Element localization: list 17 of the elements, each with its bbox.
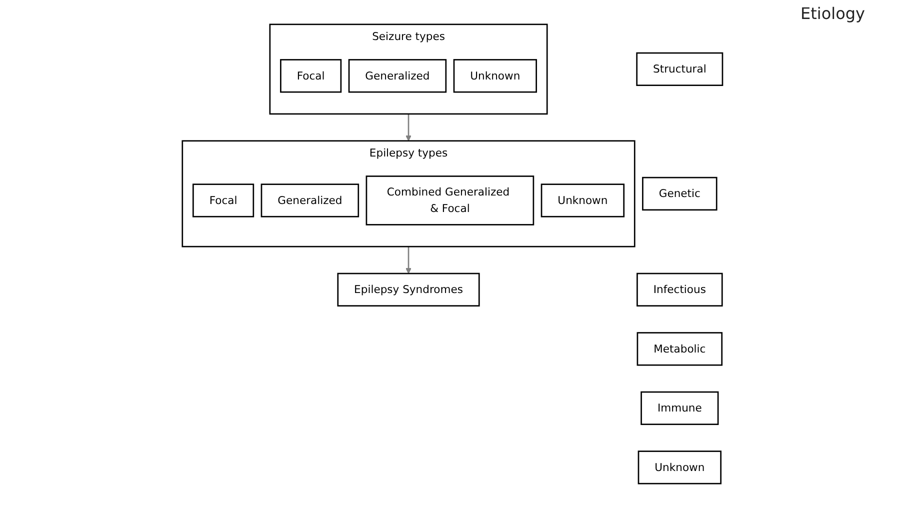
node-box: Generalized bbox=[348, 59, 447, 93]
node-box: Epilepsy Syndromes bbox=[337, 272, 480, 307]
node-box: Unknown bbox=[540, 184, 625, 218]
node-box: Unknown bbox=[453, 59, 538, 93]
node-box: Metabolic bbox=[636, 332, 723, 366]
node-box: Structural bbox=[636, 52, 724, 86]
node-box: Infectious bbox=[636, 272, 723, 307]
arrow bbox=[406, 246, 412, 274]
node-box: Focal bbox=[280, 59, 342, 93]
arrow bbox=[406, 114, 412, 142]
node-box: Generalized bbox=[260, 184, 360, 218]
node-box: Genetic bbox=[642, 176, 718, 211]
node-box: Focal bbox=[192, 184, 254, 218]
column-heading: Etiology bbox=[800, 4, 865, 23]
node-box: Immune bbox=[640, 391, 719, 426]
node-box: Combined Generalized & Focal bbox=[366, 176, 534, 226]
node-box: Unknown bbox=[638, 450, 722, 484]
